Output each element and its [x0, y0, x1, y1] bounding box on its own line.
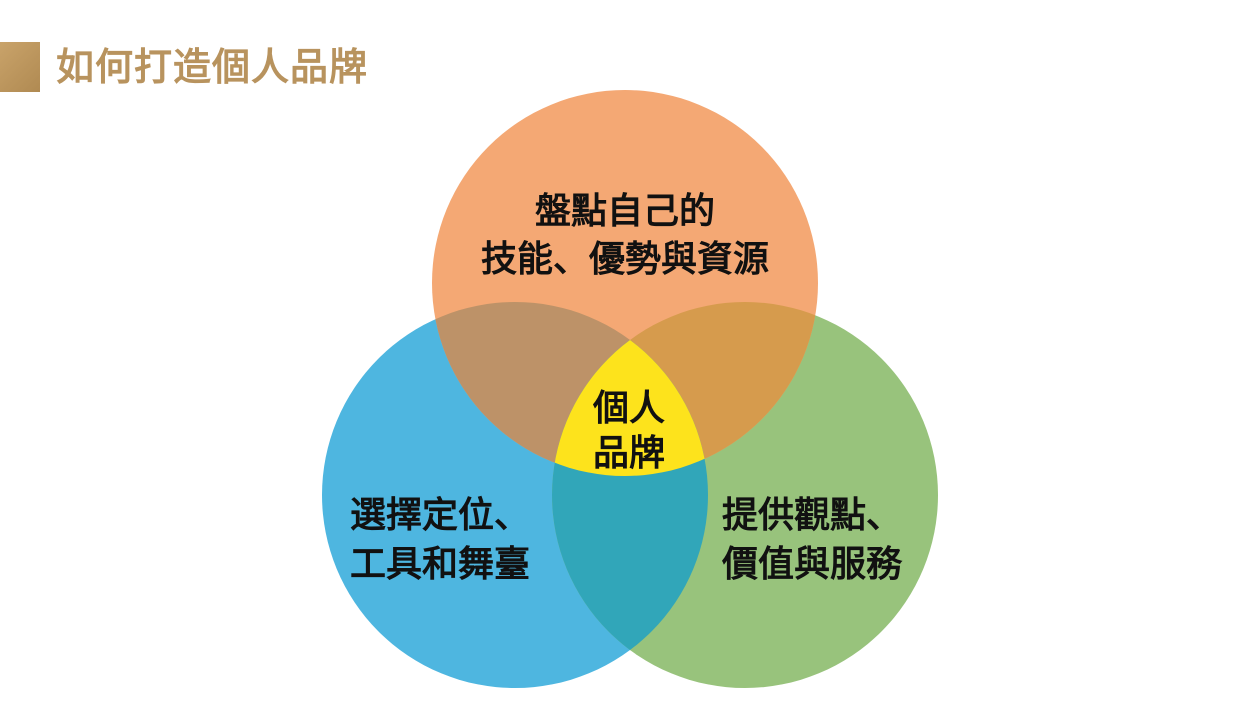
top-circle-label-line1: 盤點自己的 [535, 191, 715, 232]
left-circle-label-line2: 工具和舞臺 [350, 544, 530, 585]
title-accent-bar [0, 42, 40, 92]
page-title: 如何打造個人品牌 [56, 45, 369, 89]
venn-center-region [552, 302, 708, 476]
center-label-line1: 個人 [592, 388, 665, 429]
right-circle-label-line2: 價值與服務 [721, 544, 903, 585]
center-label-line2: 品牌 [593, 433, 665, 474]
left-circle-label-line1: 選擇定位、 [350, 495, 530, 536]
right-circle-label-line1: 提供觀點、 [722, 495, 902, 536]
top-circle-label-line2: 技能、優勢與資源 [481, 239, 769, 280]
